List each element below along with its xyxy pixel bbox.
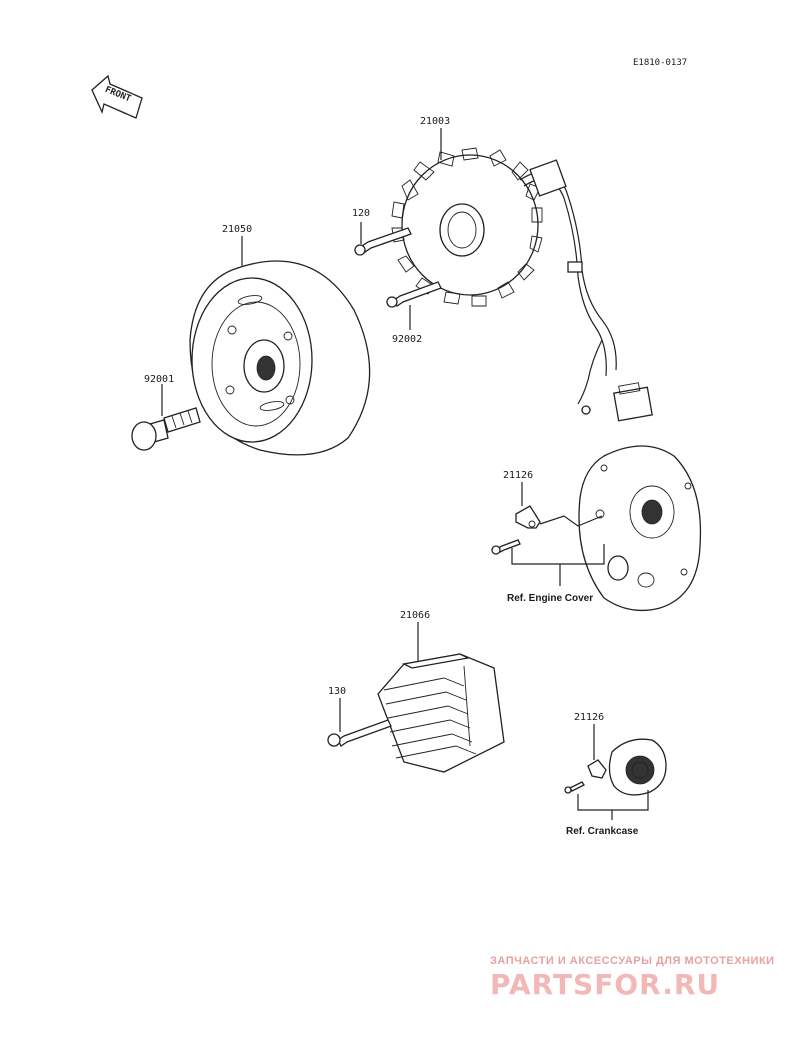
clamp-crankcase-label: 21126 (574, 712, 604, 723)
crankcase-reference: Ref. Crankcase (566, 826, 639, 837)
crankcase-part (608, 738, 667, 796)
flywheel-part (189, 260, 371, 456)
engine-cover-part (578, 445, 702, 612)
watermark-brand: PARTSFOR.RU (490, 968, 720, 1001)
clamp-engine-cover-label: 21126 (503, 470, 533, 481)
clamp-screw (491, 539, 521, 555)
stator-bolt-upper (354, 227, 412, 256)
rotor-bolt-label: 92001 (144, 374, 174, 385)
flywheel-label: 21050 (222, 224, 252, 235)
regulator-label: 21066 (400, 610, 430, 621)
stator-bolt-lower (386, 281, 442, 308)
stator-bolt-lower-label: 92002 (392, 334, 422, 345)
crankcase-screw (564, 781, 585, 794)
rotor-bolt (131, 407, 201, 451)
stator-part (391, 147, 653, 422)
clamp-crankcase (587, 759, 607, 779)
front-arrow-icon: FRONT (91, 74, 143, 119)
regulator-part (377, 653, 505, 773)
watermark-tagline: ЗАПЧАСТИ И АКСЕССУАРЫ ДЛЯ МОТОТЕХНИКИ (490, 955, 775, 967)
regulator-bolt (327, 719, 392, 747)
engine-cover-reference: Ref. Engine Cover (507, 593, 593, 604)
stator-bolt-upper-label: 120 (352, 208, 370, 219)
clamp-engine-cover (515, 505, 541, 529)
stator-label: 21003 (420, 116, 450, 127)
regulator-bolt-label: 130 (328, 686, 346, 697)
diagram-code: E1810-0137 (633, 58, 687, 68)
